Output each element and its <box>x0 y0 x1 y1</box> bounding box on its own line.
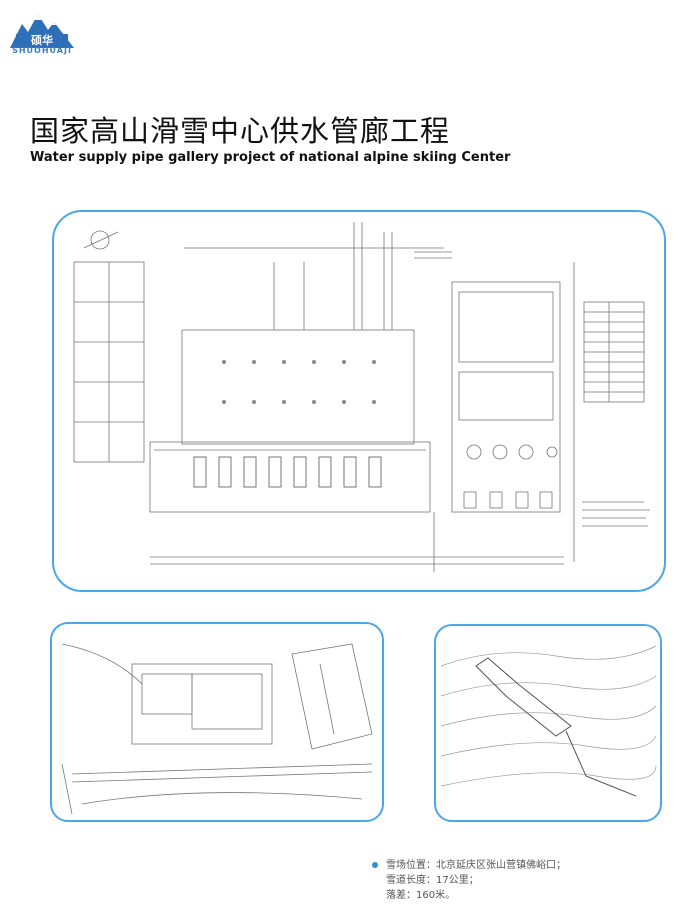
left-drawing-frame <box>50 622 384 822</box>
info-drop: 落差：160米。 <box>386 890 456 901</box>
page-subtitle: Water supply pipe gallery project of nat… <box>30 150 511 165</box>
mountain-logo-icon: 硕华 <box>10 14 74 48</box>
page-title: 国家高山滑雪中心供水管廊工程 <box>30 114 451 148</box>
right-drawing-frame <box>434 624 662 822</box>
logo-text: SHUOHUAJI <box>12 46 72 55</box>
svg-text:硕华: 硕华 <box>31 33 53 47</box>
site-layout-drawing <box>61 643 373 815</box>
project-info: 雪场位置：北京延庆区张山营镇佛峪口； 雪道长度：17公里； 落差：160米。 <box>372 858 566 903</box>
brand-logo: 硕华 SHUOHUAJI <box>8 10 76 58</box>
info-length: 雪道长度：17公里； <box>386 875 479 886</box>
site-plan-drawing <box>73 222 650 572</box>
info-location: 雪场位置：北京延庆区张山营镇佛峪口； <box>386 860 566 871</box>
main-drawing-frame <box>52 210 666 592</box>
bullet-dot-icon <box>372 862 378 868</box>
topographic-route-drawing <box>440 645 657 797</box>
